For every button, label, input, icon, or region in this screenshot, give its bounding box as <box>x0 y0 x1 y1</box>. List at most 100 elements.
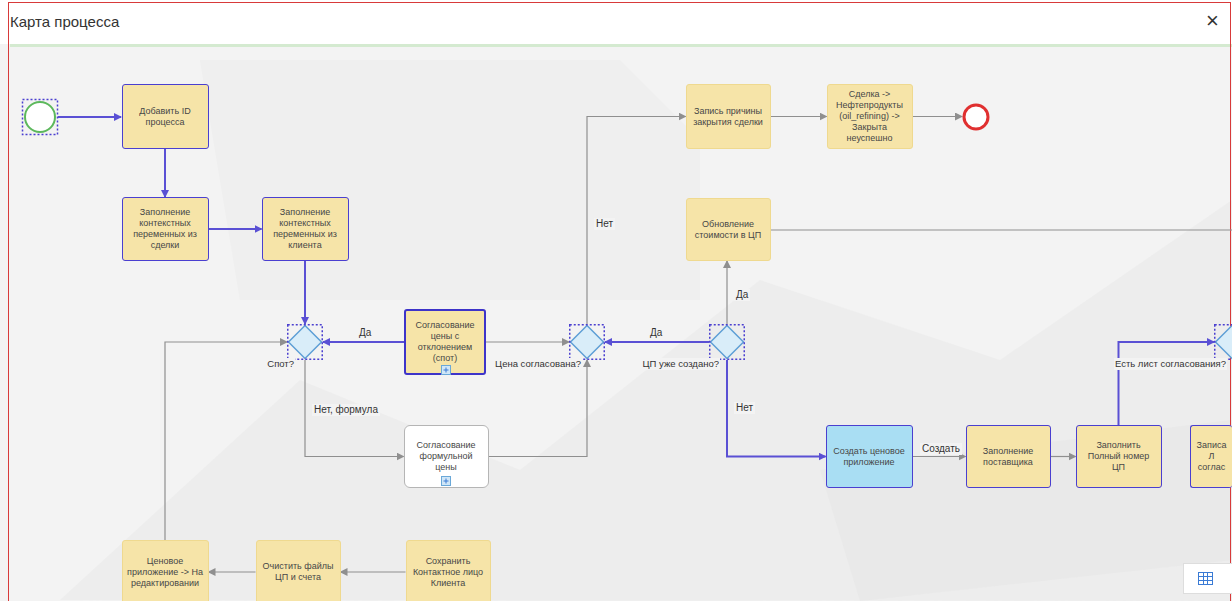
sequence-flow <box>913 456 966 457</box>
window-border <box>9 3 1231 601</box>
process-box: Добавить ID процесса <box>122 84 209 149</box>
box-text: Заполнение поставщика <box>971 446 1046 468</box>
box-text: Записа Л соглас <box>1194 440 1229 473</box>
gateway-label: Есть лист согласования? <box>1114 358 1227 370</box>
start-flow <box>58 116 121 118</box>
process-box: Записа Л соглас <box>1190 425 1232 488</box>
end-event <box>964 105 988 129</box>
box-text: Заполнить Полный номер ЦП <box>1081 440 1157 473</box>
sequence-flow <box>1119 342 1215 425</box>
grid-icon-line <box>1203 573 1204 585</box>
process-box: Создать ценовое приложение <box>826 425 913 488</box>
end-flow <box>912 116 962 117</box>
sequence-flow <box>605 341 709 343</box>
marker-plus <box>446 368 447 373</box>
process-box: Заполнение поставщика <box>966 425 1051 488</box>
flow-label: Нет <box>594 218 615 230</box>
sequence-flow <box>323 341 404 343</box>
grid-icon-line <box>1199 576 1213 577</box>
start-event <box>25 102 55 132</box>
diamond-shape <box>711 326 744 359</box>
box-text: Сохранить Контактное лицо Клиента <box>411 556 486 589</box>
sequence-flow <box>209 571 256 572</box>
box-text: Заполнение контекстных переменных из сде… <box>127 207 204 251</box>
gateway-label: ЦП уже создано? <box>642 358 720 370</box>
diamond-shape <box>571 326 604 359</box>
sequence-flow <box>341 571 406 572</box>
grid-icon <box>1199 573 1213 585</box>
sequence-flow <box>486 341 569 342</box>
watermark-shape <box>200 60 700 300</box>
flow-label: Да <box>734 289 750 301</box>
marker-plus <box>444 370 449 371</box>
marker-frame <box>442 477 451 486</box>
sequence-flow <box>164 149 166 197</box>
sequence-flow <box>1051 456 1076 457</box>
process-box: Заполнить Полный номер ЦП <box>1076 425 1162 488</box>
grid-icon-frame <box>1199 573 1213 585</box>
sequence-flow <box>726 261 727 324</box>
flow-label: Нет, формула <box>312 404 380 416</box>
subprocess-marker <box>442 366 451 375</box>
title-bar <box>0 0 1232 44</box>
box-text: Согласование цены с отклонением (спот) <box>410 320 480 364</box>
process-box: Согласование формульной цены <box>404 425 489 488</box>
grid-icon-line <box>1207 573 1208 585</box>
selection-frame <box>1215 325 1232 360</box>
sequence-flow <box>165 342 287 540</box>
close-button: × <box>1206 8 1219 34</box>
box-text: Добавить ID процесса <box>127 106 204 128</box>
diamond-outline <box>1214 324 1232 360</box>
diamond-shape <box>1216 326 1232 359</box>
process-box: Очистить файлы ЦП и счета <box>256 540 341 601</box>
title-underline <box>10 44 1232 47</box>
box-text: Сделка -> Нефтепродукты (oil_refining) -… <box>832 89 908 144</box>
toolbar-panel <box>1184 564 1232 594</box>
box-text: Согласование формульной цены <box>409 440 484 473</box>
sequence-flow <box>489 360 588 457</box>
process-box: Заполнение контекстных переменных из кли… <box>262 197 349 261</box>
decision-diamond: ЦП уже создано? <box>709 324 745 360</box>
box-text: Обновление стоимости в ЦП <box>691 219 766 241</box>
process-box: Ценовое приложение -> На редактировании <box>122 540 209 601</box>
decision-diamond: Есть лист согласования? <box>1214 324 1232 360</box>
sequence-flow <box>304 261 306 324</box>
sequence-flow <box>305 360 404 457</box>
sequence-flow <box>587 117 686 325</box>
gateway-label: Цена согласована? <box>494 358 582 370</box>
process-box: Сохранить Контактное лицо Клиента <box>406 540 491 601</box>
selection-frame <box>570 325 605 360</box>
watermark-shape <box>820 420 1232 601</box>
offscreen-flow <box>770 229 1232 230</box>
process-box: Согласование цены с отклонением (спот) <box>404 309 486 375</box>
flow-label: Создать <box>920 443 962 455</box>
selection-frame <box>23 100 58 135</box>
diamond-outline <box>569 324 605 360</box>
process-box: Обновление стоимости в ЦП <box>686 198 771 261</box>
box-text: Запись причины закрытия сделки <box>691 106 766 128</box>
sequence-flow <box>209 228 262 230</box>
box-text: Создать ценовое приложение <box>831 446 908 468</box>
marker-plus <box>446 479 447 484</box>
box-text: Очистить файлы ЦП и счета <box>261 561 336 583</box>
subprocess-marker <box>442 477 451 486</box>
sequence-flow <box>771 116 827 117</box>
process-box: Сделка -> Нефтепродукты (oil_refining) -… <box>827 84 913 149</box>
selection-frame <box>710 325 745 360</box>
marker-frame <box>442 366 451 375</box>
grid-icon-line <box>1199 580 1213 581</box>
selection-frame <box>288 325 323 360</box>
diamond-shape <box>289 326 322 359</box>
flow-label: Да <box>648 327 664 339</box>
marker-plus <box>444 481 449 482</box>
flow-label: Да <box>357 327 373 339</box>
sequence-flow <box>727 360 826 457</box>
box-text: Заполнение контекстных переменных из кли… <box>267 207 344 251</box>
box-text: Ценовое приложение -> На редактировании <box>127 556 204 589</box>
decision-diamond: Спот? <box>287 324 323 360</box>
gateway-label: Спот? <box>266 358 295 370</box>
diamond-outline <box>709 324 745 360</box>
